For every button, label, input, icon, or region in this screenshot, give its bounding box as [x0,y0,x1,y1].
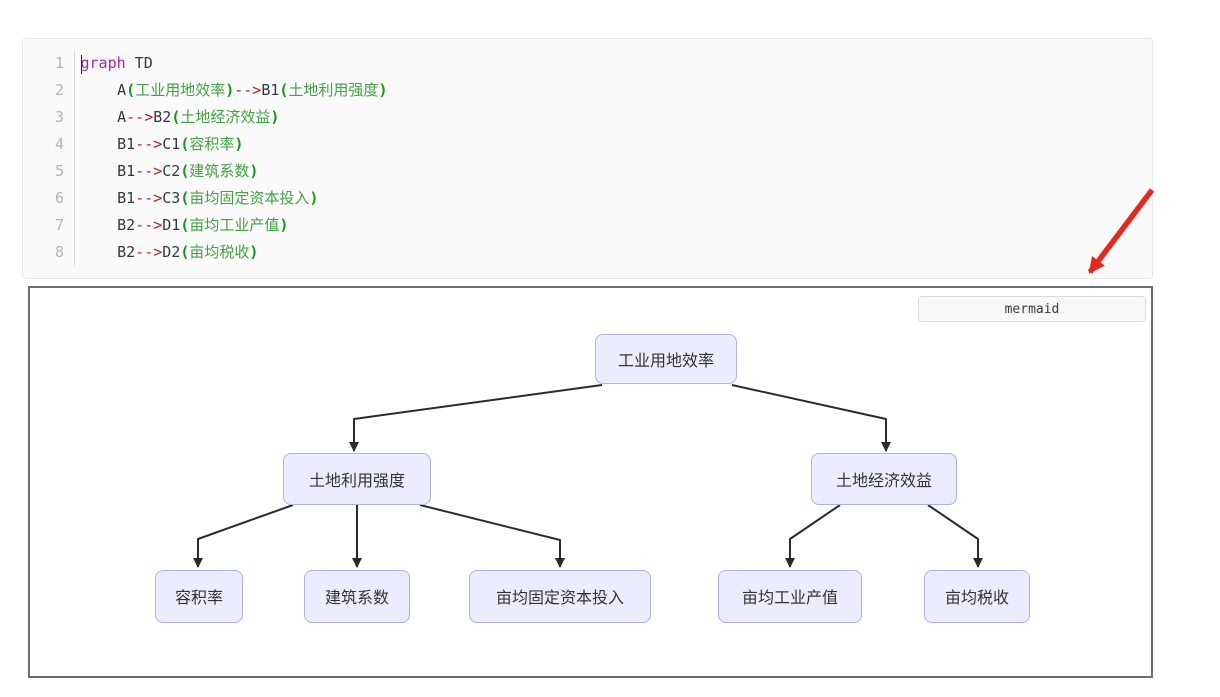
code-token-paren: ) [279,216,289,234]
code-token-paren: ) [270,108,280,126]
code-token-paren: ) [309,189,319,207]
diagram-node-C3: 亩均固定资本投入 [469,569,651,623]
code-token-operator: --> [135,135,163,153]
diagram-node-B2: 土地经济效益 [811,453,957,505]
code-token-label: 土地利用强度 [288,81,379,99]
code-line: 3 A-->B2(土地经济效益) [23,104,1152,131]
code-token-plain: B1 [261,81,280,99]
code-text: B1-->C3(亩均固定资本投入) [75,185,318,212]
code-token-plain: B1 [81,162,136,180]
edge-B2-D1 [785,504,841,568]
line-number: 1 [23,50,75,77]
code-token-plain: C2 [162,162,181,180]
code-token-operator: --> [126,108,154,126]
code-token-plain: TD [125,54,153,72]
code-token-label: 亩均税收 [189,243,250,261]
diagram-edges-svg [193,384,983,568]
mermaid-diagram-panel: 工业用地效率土地利用强度 土地经济效益容积率 建筑系数 亩均固定资本投入 亩均工业产值 亩… [28,286,1153,678]
edge-group [193,384,983,568]
diagram-node-B1: 土地利用强度 [283,453,431,505]
code-line: 4 B1-->C1(容积率) [23,131,1152,158]
code-token-plain: B2 [81,243,136,261]
code-text: A-->B2(土地经济效益) [75,104,279,131]
code-text: graph TD [75,50,153,77]
code-token-paren: ( [180,243,190,261]
code-token-paren: ( [180,135,190,153]
code-token-plain: B2 [81,216,136,234]
code-token-paren: ( [180,162,190,180]
code-line: 8 B2-->D2(亩均税收) [23,239,1152,266]
diagram-node-A: 工业用地效率 [595,334,737,384]
code-token-operator: --> [135,216,163,234]
code-line: 7 B2-->D1(亩均工业产值) [23,212,1152,239]
code-token-plain: B1 [81,135,136,153]
code-token-operator: --> [135,189,163,207]
edge-B1-C1 [193,504,294,568]
line-number: 6 [23,185,75,212]
code-text: B2-->D1(亩均工业产值) [75,212,288,239]
code-token-paren: ) [249,162,259,180]
code-token-operator: --> [135,162,163,180]
code-token-paren: ) [378,81,388,99]
line-number: 2 [23,77,75,104]
code-token-operator: --> [234,81,262,99]
code-token-label: 土地经济效益 [180,108,271,126]
code-token-paren: ( [279,81,289,99]
code-line: 5 B1-->C2(建筑系数) [23,158,1152,185]
code-token-plain: C3 [162,189,181,207]
edge-B1-C3 [419,504,565,568]
code-token-plain: D1 [162,216,181,234]
code-token-keyword: graph [80,54,126,72]
text-cursor [81,55,82,74]
edge-A-B2 [731,384,891,452]
code-line: 6 B1-->C3(亩均固定资本投入) [23,185,1152,212]
code-token-label: 工业用地效率 [135,81,226,99]
code-text: B1-->C1(容积率) [75,131,243,158]
code-token-label: 建筑系数 [189,162,250,180]
code-token-operator: --> [135,243,163,261]
code-token-plain: C1 [162,135,181,153]
code-text: B2-->D2(亩均税收) [75,239,258,266]
diagram-node-D2: 亩均税收 [924,569,1030,623]
code-token-plain: A [81,81,127,99]
diagram-node-C1: 容积率 [155,569,243,623]
mermaid-button[interactable]: mermaid [918,296,1146,322]
code-token-label: 亩均工业产值 [189,216,280,234]
diagram-node-D1: 亩均工业产值 [718,569,862,623]
line-number: 3 [23,104,75,131]
line-number: 7 [23,212,75,239]
code-token-paren: ) [234,135,244,153]
line-number: 5 [23,158,75,185]
code-token-paren: ( [180,216,190,234]
code-token-plain: A [81,108,127,126]
edge-A-B1 [349,384,603,452]
code-token-paren: ( [180,189,190,207]
edge-B2-D2 [927,504,983,568]
diagram-node-C2: 建筑系数 [304,569,410,623]
line-number: 4 [23,131,75,158]
code-token-plain: B2 [153,108,172,126]
code-token-paren: ( [171,108,181,126]
code-token-plain: B1 [81,189,136,207]
line-number: 8 [23,239,75,266]
code-text: A(工业用地效率)-->B1(土地利用强度) [75,77,387,104]
code-text: B1-->C2(建筑系数) [75,158,258,185]
code-line: 2 A(工业用地效率)-->B1(土地利用强度) [23,77,1152,104]
code-token-plain: D2 [162,243,181,261]
code-token-paren: ) [225,81,235,99]
code-token-label: 亩均固定资本投入 [189,189,310,207]
code-token-paren: ( [126,81,136,99]
code-token-label: 容积率 [189,135,235,153]
code-token-paren: ) [249,243,259,261]
